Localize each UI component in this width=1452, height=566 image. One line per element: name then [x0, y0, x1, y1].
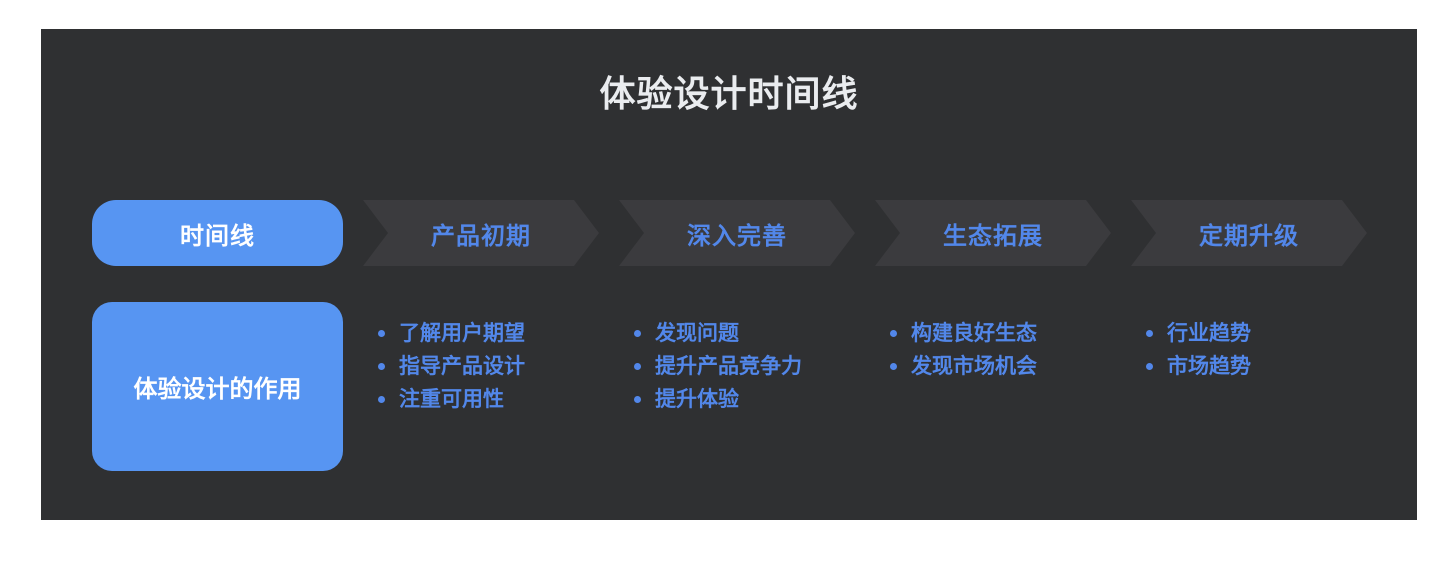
- stage-points: 行业趋势市场趋势: [1131, 302, 1367, 383]
- stage-label: 定期升级: [1199, 222, 1299, 250]
- bullet-item: 了解用户期望: [377, 317, 599, 350]
- stage-chevron: 生态拓展: [875, 200, 1111, 266]
- bullet-item: 提升产品竞争力: [633, 350, 855, 383]
- stage-column: 生态拓展 构建良好生态发现市场机会: [875, 200, 1111, 383]
- stage-label: 深入完善: [687, 222, 787, 250]
- bullet-item: 指导产品设计: [377, 350, 599, 383]
- lead-column: 时间线 体验设计的作用: [92, 200, 343, 471]
- bullet-item: 发现市场机会: [889, 350, 1111, 383]
- stage-chevron: 产品初期: [363, 200, 599, 266]
- stage-label: 生态拓展: [943, 222, 1043, 250]
- stage-column: 深入完善 发现问题提升产品竞争力提升体验: [619, 200, 855, 416]
- stage-chevron: 定期升级: [1131, 200, 1367, 266]
- timeline-lead-label: 时间线: [180, 222, 255, 250]
- stage-chevron: 深入完善: [619, 200, 855, 266]
- bullet-item: 行业趋势: [1145, 317, 1367, 350]
- stage-points: 发现问题提升产品竞争力提升体验: [619, 302, 855, 416]
- bullet-item: 市场趋势: [1145, 350, 1367, 383]
- page-title: 体验设计时间线: [599, 73, 859, 114]
- bullet-item: 构建良好生态: [889, 317, 1111, 350]
- stage-points: 了解用户期望指导产品设计注重可用性: [363, 302, 599, 416]
- stage-points: 构建良好生态发现市场机会: [875, 302, 1111, 383]
- stage-column: 定期升级 行业趋势市场趋势: [1131, 200, 1367, 383]
- bullet-item: 提升体验: [633, 383, 855, 416]
- timeline-lead-tab: 时间线: [92, 200, 343, 266]
- timeline-grid: 时间线 体验设计的作用 产品初期 了解用户期望指导产品设计注重可用性 深入完善 …: [41, 200, 1417, 471]
- role-box: 体验设计的作用: [92, 302, 343, 471]
- bullet-item: 注重可用性: [377, 383, 599, 416]
- bullet-item: 发现问题: [633, 317, 855, 350]
- stage-column: 产品初期 了解用户期望指导产品设计注重可用性: [363, 200, 599, 416]
- stage-label: 产品初期: [431, 222, 531, 250]
- timeline-panel: 体验设计时间线 时间线 体验设计的作用 产品初期 了解用户期望指导产品设计注重可…: [41, 29, 1417, 520]
- role-box-label: 体验设计的作用: [133, 376, 302, 403]
